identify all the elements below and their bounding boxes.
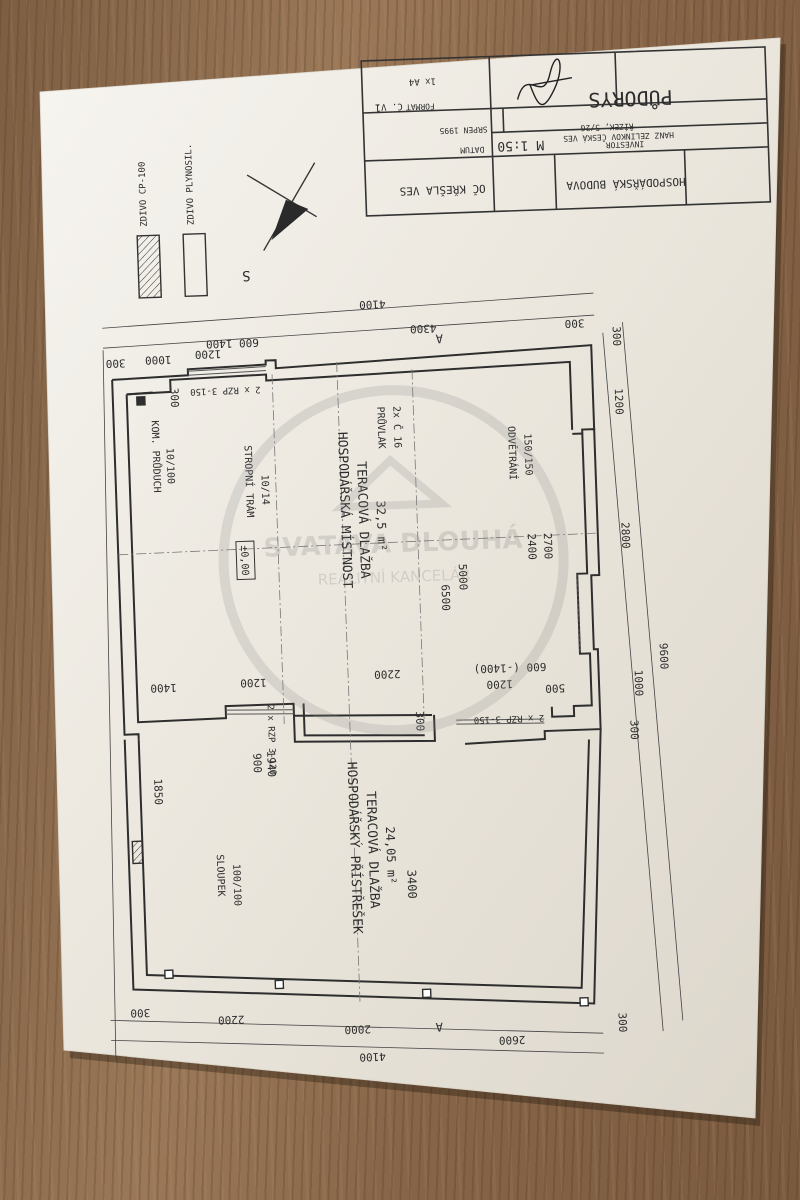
north-arrow <box>246 162 317 251</box>
dim-2200-bot: 2200 <box>218 1013 245 1027</box>
title-block <box>360 46 772 217</box>
dim-9600: 9600 <box>657 643 671 670</box>
legend-item-cp100: ZDIVO CP-100 <box>138 162 150 227</box>
room-annex-area: 24,05 m² <box>383 826 399 884</box>
dim-4100-bot: 4100 <box>359 1050 386 1064</box>
legend: ZDIVO CP-100 ZDIVO PLYNOSIL. <box>136 144 208 299</box>
dim-1200-a: 1200 <box>195 347 222 361</box>
title-parcel: ŘÍZEK, 5/2G <box>580 122 634 135</box>
title-building: HOSPODÁŘSKÁ BUDOVA <box>566 175 686 192</box>
label-tram-size: 10/14 <box>259 474 271 504</box>
title-drawing-name: PŮDORYS <box>588 85 673 112</box>
title-sheet-val: 1 <box>375 101 381 112</box>
room-annex-name: HOSPODÁŘSKÝ PŘÍSTŘEŠEK <box>344 762 366 935</box>
room-annex-dim: 3400 <box>404 870 419 899</box>
signature-mark <box>516 58 572 106</box>
dim-1000: 1000 <box>145 353 172 367</box>
dim-1200-c: 1200 <box>486 677 513 691</box>
legend-item-plynosil: ZDIVO PLYNOSIL. <box>184 144 197 226</box>
room-annex-floor: TERACOVÁ DLAŽBA <box>363 791 383 909</box>
label-pruvlak-size: 2x Č 16 <box>390 406 404 449</box>
dim-1850: 1850 <box>151 778 165 805</box>
dim-1940: 1940 <box>264 750 278 777</box>
label-window-top: 2 x RZP 3-150 <box>190 384 261 396</box>
dim-300-f: 300 <box>167 388 181 408</box>
section-a-top: A <box>435 331 443 345</box>
label-sloupek-size: 100/100 <box>230 864 242 907</box>
posts <box>131 396 589 1007</box>
dim-300-e: 300 <box>413 711 427 731</box>
label-odvetrani: ODVĚTRÁNÍ <box>505 426 520 481</box>
dim-1400: 1400 <box>150 681 177 695</box>
title-location: OČ KŘEŠLA VES <box>399 182 485 198</box>
room-main-floor: TERACOVÁ DLAŽBA <box>353 461 373 579</box>
dim-1000-b: 1000 <box>632 670 646 697</box>
axis-lines <box>118 362 598 1002</box>
label-level: ±0,00 <box>238 545 250 575</box>
label-kom-pruduch: KOM. PRŮDUCH <box>149 420 165 493</box>
label-window-mid-right: 2 x RZP 3-150 <box>474 712 545 724</box>
label-window-mid-left: 2 x RZP 3-120 <box>265 704 277 775</box>
label-kom-size: 10/100 <box>164 448 176 484</box>
dim-1200-b: 1200 <box>612 388 626 415</box>
dim-2000: 2000 <box>344 1022 371 1036</box>
title-sheet-no: Č. V. <box>375 101 402 114</box>
dim-900: 900 <box>250 753 264 773</box>
room-main-name: HOSPODÁŘSKÁ MÍSTNOST <box>334 432 355 589</box>
section-a-bottom: A <box>435 1020 443 1034</box>
dim-4300: 4300 <box>410 322 437 336</box>
title-scale: M 1:50 <box>497 137 544 154</box>
window-symbols <box>187 366 581 725</box>
label-odvetrani-size: 150/150 <box>521 433 533 476</box>
title-date: SRPEN 1995 <box>439 125 488 136</box>
title-format: 1x A4 <box>409 75 436 86</box>
dim-300-b: 300 <box>105 356 125 370</box>
dim-300-h: 300 <box>616 1012 630 1032</box>
dim-600: 600 (-1400) <box>473 660 546 676</box>
label-pruvlak: PRŮVLAK <box>374 406 388 449</box>
label-stropni-tram: STROPNÍ TRÁM <box>242 445 258 518</box>
dim-2200-mid: 2200 <box>374 667 401 681</box>
dim-2600: 2600 <box>499 1033 526 1047</box>
dimension-lines <box>102 292 684 1061</box>
dim-6500: 6500 <box>438 584 452 611</box>
dim-1200-d: 1200 <box>240 676 267 690</box>
north-label: S <box>242 267 251 283</box>
dim-2800: 2800 <box>618 522 632 549</box>
room-main-area: 32,5 m² <box>374 500 390 551</box>
dim-5000: 5000 <box>456 564 470 591</box>
dim-2400: 2400 <box>525 533 539 560</box>
title-investor-label: INVESTOR <box>605 139 644 149</box>
title-format-label: FORMÁT <box>406 101 435 113</box>
dim-2700: 2700 <box>541 533 555 560</box>
dim-300-c: 300 <box>610 326 624 346</box>
dim-4100-top: 4100 <box>359 297 386 311</box>
title-date-label: DATUM <box>460 145 485 155</box>
label-sloupek: SLOUPEK <box>214 854 226 897</box>
dim-600-1400: 600 1400 <box>206 336 259 351</box>
dim-300-g: 300 <box>130 1006 150 1020</box>
dim-500: 500 <box>545 681 565 695</box>
dim-300-d: 300 <box>627 720 641 740</box>
dim-300-a: 300 <box>564 316 584 330</box>
